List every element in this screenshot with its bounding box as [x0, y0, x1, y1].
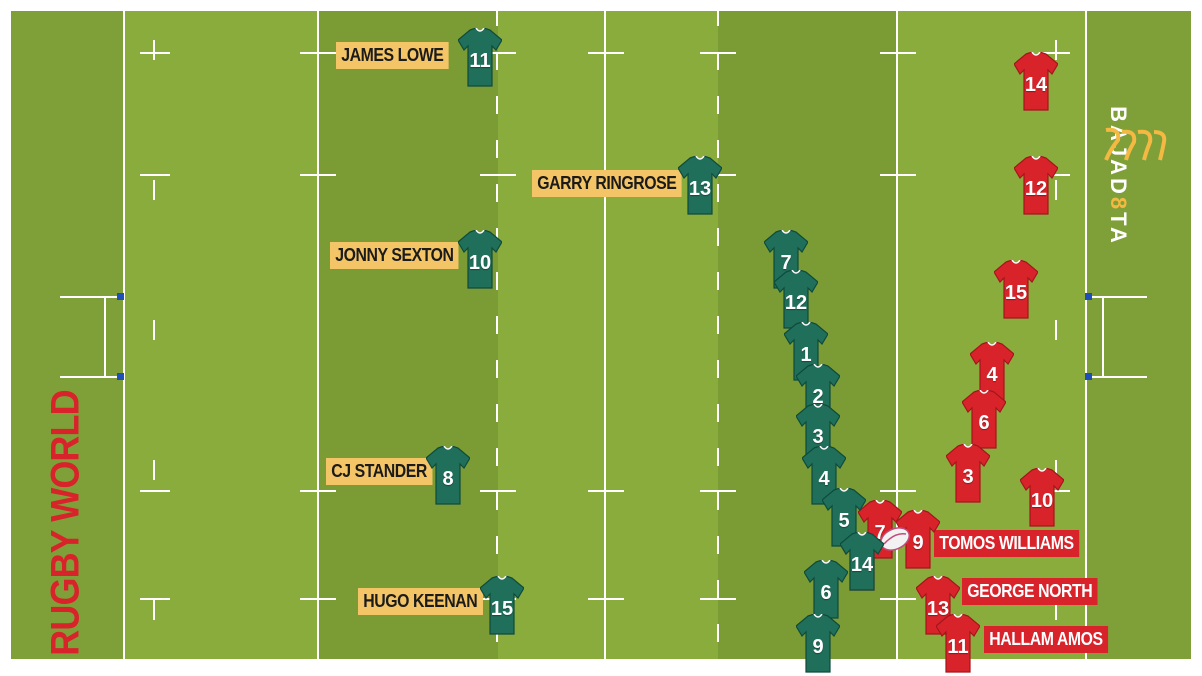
15m-dash [480, 490, 516, 492]
wales-jersey: 6 [962, 390, 1006, 450]
post-pad [1085, 373, 1092, 380]
ireland-jersey: 5 [822, 488, 866, 548]
15m-dash [300, 52, 336, 54]
try-line-left [123, 8, 125, 662]
ireland-jersey: 1 [784, 322, 828, 382]
15m-dash [588, 490, 624, 492]
15m-dash [588, 598, 624, 600]
15m-dash [1040, 174, 1070, 176]
wales-jersey: 12 [1014, 156, 1058, 216]
post-pad [117, 293, 124, 300]
15m-dash [300, 598, 336, 600]
ireland-jersey: 9 [796, 614, 840, 674]
wales-jersey: 3 [946, 444, 990, 504]
15m-dash [480, 174, 516, 176]
pitch-stripe [124, 8, 318, 662]
dead-ball-line-right [1191, 8, 1194, 662]
post-pad [117, 373, 124, 380]
15m-dash [880, 490, 916, 492]
player-label-george-north: GEORGE NORTH [962, 578, 1098, 605]
post-pad [1085, 293, 1092, 300]
wales-jersey: 9 [896, 510, 940, 570]
goal-post-left [60, 376, 124, 378]
wales-jersey: 15 [994, 260, 1038, 320]
player-label-james-lowe: JAMES LOWE [336, 42, 449, 69]
bajada-logo-icon [1104, 127, 1167, 161]
player-label-hallam-amos: HALLAM AMOS [984, 626, 1108, 653]
goal-crossbar-right [1102, 296, 1104, 378]
15m-dash [700, 490, 736, 492]
22m-line-right [896, 8, 898, 662]
goal-post-right [1087, 376, 1147, 378]
bajada-logo: BAJAD8TA [1106, 106, 1131, 246]
halfway-line [604, 8, 606, 662]
ireland-jersey: 10 [458, 230, 502, 290]
player-label-jonny-sexton: JONNY SEXTON [330, 242, 459, 269]
touchline-bottom [8, 659, 1194, 662]
ireland-jersey: 15 [480, 576, 524, 636]
15m-dash [700, 52, 736, 54]
15m-dash [300, 174, 336, 176]
player-label-cj-stander: CJ STANDER [326, 458, 433, 485]
try-line-right [1085, 8, 1087, 662]
dead-ball-line-left [8, 8, 11, 662]
5m-line-right [1055, 8, 1057, 662]
goal-post-right [1087, 296, 1147, 298]
15m-dash [140, 598, 170, 600]
15m-dash [1040, 490, 1070, 492]
15m-dash [300, 490, 336, 492]
15m-dash [880, 174, 916, 176]
10m-line-right [717, 8, 719, 662]
15m-dash [880, 52, 916, 54]
22m-line-left [317, 8, 319, 662]
15m-dash [1040, 52, 1070, 54]
player-label-garry-ringrose: GARRY RINGROSE [532, 170, 682, 197]
pitch-stripe [498, 8, 718, 662]
ireland-jersey: 13 [678, 156, 722, 216]
15m-dash [700, 598, 736, 600]
pitch-stripe [318, 8, 498, 662]
5m-line-left [153, 8, 155, 662]
goal-crossbar-left [104, 296, 106, 378]
goal-post-left [60, 296, 124, 298]
ireland-jersey: 6 [804, 560, 848, 620]
10m-line-left [496, 8, 498, 662]
wales-jersey: 4 [970, 342, 1014, 402]
15m-dash [480, 52, 516, 54]
15m-dash [140, 174, 170, 176]
wales-jersey: 14 [1014, 52, 1058, 112]
15m-dash [588, 52, 624, 54]
wales-jersey: 11 [936, 614, 980, 674]
player-label-tomos-williams: TOMOS WILLIAMS [934, 530, 1079, 557]
ireland-jersey: 11 [458, 28, 502, 88]
touchline-top [8, 8, 1194, 11]
pitch-stripe [1086, 8, 1194, 662]
ireland-jersey: 8 [426, 446, 470, 506]
ireland-jersey: 14 [840, 532, 884, 592]
rugby-world-watermark: RUGBY WORLD [43, 390, 88, 656]
15m-dash [140, 490, 170, 492]
player-label-hugo-keenan: HUGO KEENAN [358, 588, 483, 615]
15m-dash [140, 52, 170, 54]
15m-dash [880, 598, 916, 600]
wales-jersey: 10 [1020, 468, 1064, 528]
ireland-jersey: 12 [774, 270, 818, 330]
